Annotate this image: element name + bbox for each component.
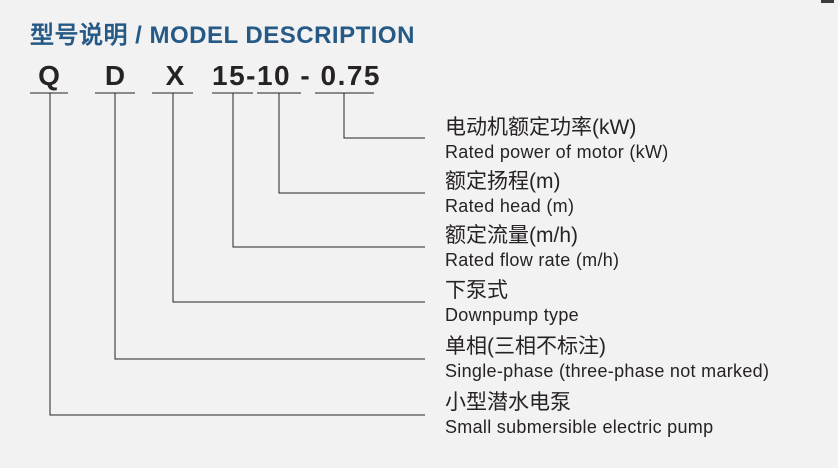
legend-rated-power-zh: 电动机额定功率(kW) [445,116,637,139]
connector-pump-q [30,92,425,416]
legend-small-pump: 小型潜水电泵 Small submersible electric pump [445,392,713,437]
section-title: 型号说明 / MODEL DESCRIPTION [30,22,415,49]
legend-downpump-type-zh: 下泵式 [445,279,508,302]
legend-rated-flow-zh: 额定流量(m/h) [445,224,578,247]
model-code-letter-d: D [104,60,126,91]
legend-single-phase-zh: 单相(三相不标注) [445,335,606,358]
connector-head-10 [257,92,425,194]
legend-rated-flow-en: Rated flow rate (m/h) [445,250,620,270]
legend-small-pump-en: Small submersible electric pump [445,417,714,437]
connector-downpump-x [152,92,425,303]
legend-downpump-type: 下泵式 Downpump type [445,280,579,325]
legend-rated-flow: 额定流量(m/h) Rated flow rate (m/h) [445,225,619,270]
page-edge-artifact [821,0,834,3]
connector-phase-d [95,92,425,360]
legend-single-phase-en: Single-phase (three-phase not marked) [445,361,770,381]
legend-rated-power-en: Rated power of motor (kW) [445,142,669,162]
legend-single-phase: 单相(三相不标注) Single-phase (three-phase not … [445,336,769,381]
legend-rated-head-en: Rated head (m) [445,196,575,216]
model-code-letter-q: Q [38,60,60,91]
model-code-numbers: 15-10 - 0.75 [212,60,381,91]
legend-rated-power: 电动机额定功率(kW) Rated power of motor (kW) [445,117,669,162]
connector-power-0.75 [315,92,425,139]
model-code-letter-x: X [165,60,185,91]
legend-rated-head-zh: 额定扬程(m) [445,170,561,193]
connector-flow-15 [212,92,425,248]
legend-downpump-type-en: Downpump type [445,305,579,325]
legend-small-pump-zh: 小型潜水电泵 [445,391,571,414]
legend-rated-head: 额定扬程(m) Rated head (m) [445,171,574,216]
